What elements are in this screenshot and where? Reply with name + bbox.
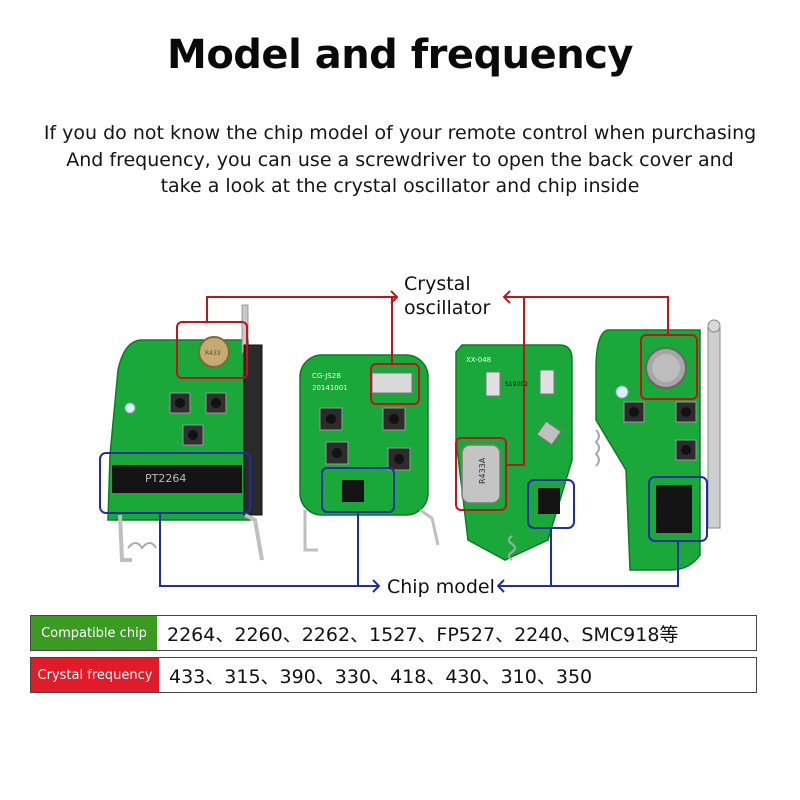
- crystal-oscillator-label: Crystal oscillator: [404, 273, 491, 319]
- crystal-markers: [176, 290, 698, 511]
- board-3-resonator-label: S19002: [505, 381, 528, 388]
- intro-line-1: If you do not know the chip model of you…: [43, 122, 757, 144]
- intro-text: If you do not know the chip model of you…: [0, 120, 800, 200]
- crystal-frequency-value: 433、315、390、330、418、430、310、350: [169, 665, 593, 688]
- remote-board-2: CG-JS2B 20141001: [299, 354, 440, 552]
- svg-text:R433: R433: [205, 350, 221, 357]
- chip-markers: [99, 452, 708, 593]
- crystal-frequency-row: Crystal frequency 433、315、390、330、418、43…: [30, 657, 757, 693]
- remote-board-1: R433 PT2264: [107, 304, 264, 562]
- crystal-frequency-tag: Crystal frequency: [31, 658, 159, 692]
- remote-boards-photo: R433 PT2264 CG-JS2B 20141001 S19002 XX-0…: [99, 290, 721, 593]
- remote-board-4: [594, 319, 721, 571]
- intro-line-2: And frequency, you can use a screwdriver…: [66, 148, 734, 171]
- board-3-code: XX-048: [466, 356, 491, 364]
- chip-ic-label: PT2264: [145, 472, 186, 485]
- board-3-crystal-label: R433A: [478, 457, 487, 484]
- chip-model-label: Chip model: [387, 576, 495, 598]
- intro-line-3: take a look at the crystal oscillator an…: [160, 175, 640, 197]
- compatible-chip-value: 2264、2260、2262、1527、FP527、2240、SMC918等: [167, 623, 679, 646]
- compatible-chip-tag: Compatible chip: [31, 616, 157, 650]
- board-2-code: CG-JS2B: [312, 372, 341, 380]
- board-2-date: 20141001: [312, 384, 348, 392]
- page-title: Model and frequency: [167, 32, 633, 78]
- compatible-chip-row: Compatible chip 2264、2260、2262、1527、FP52…: [30, 615, 757, 651]
- remote-board-3: S19002 XX-048 R433A: [455, 344, 573, 561]
